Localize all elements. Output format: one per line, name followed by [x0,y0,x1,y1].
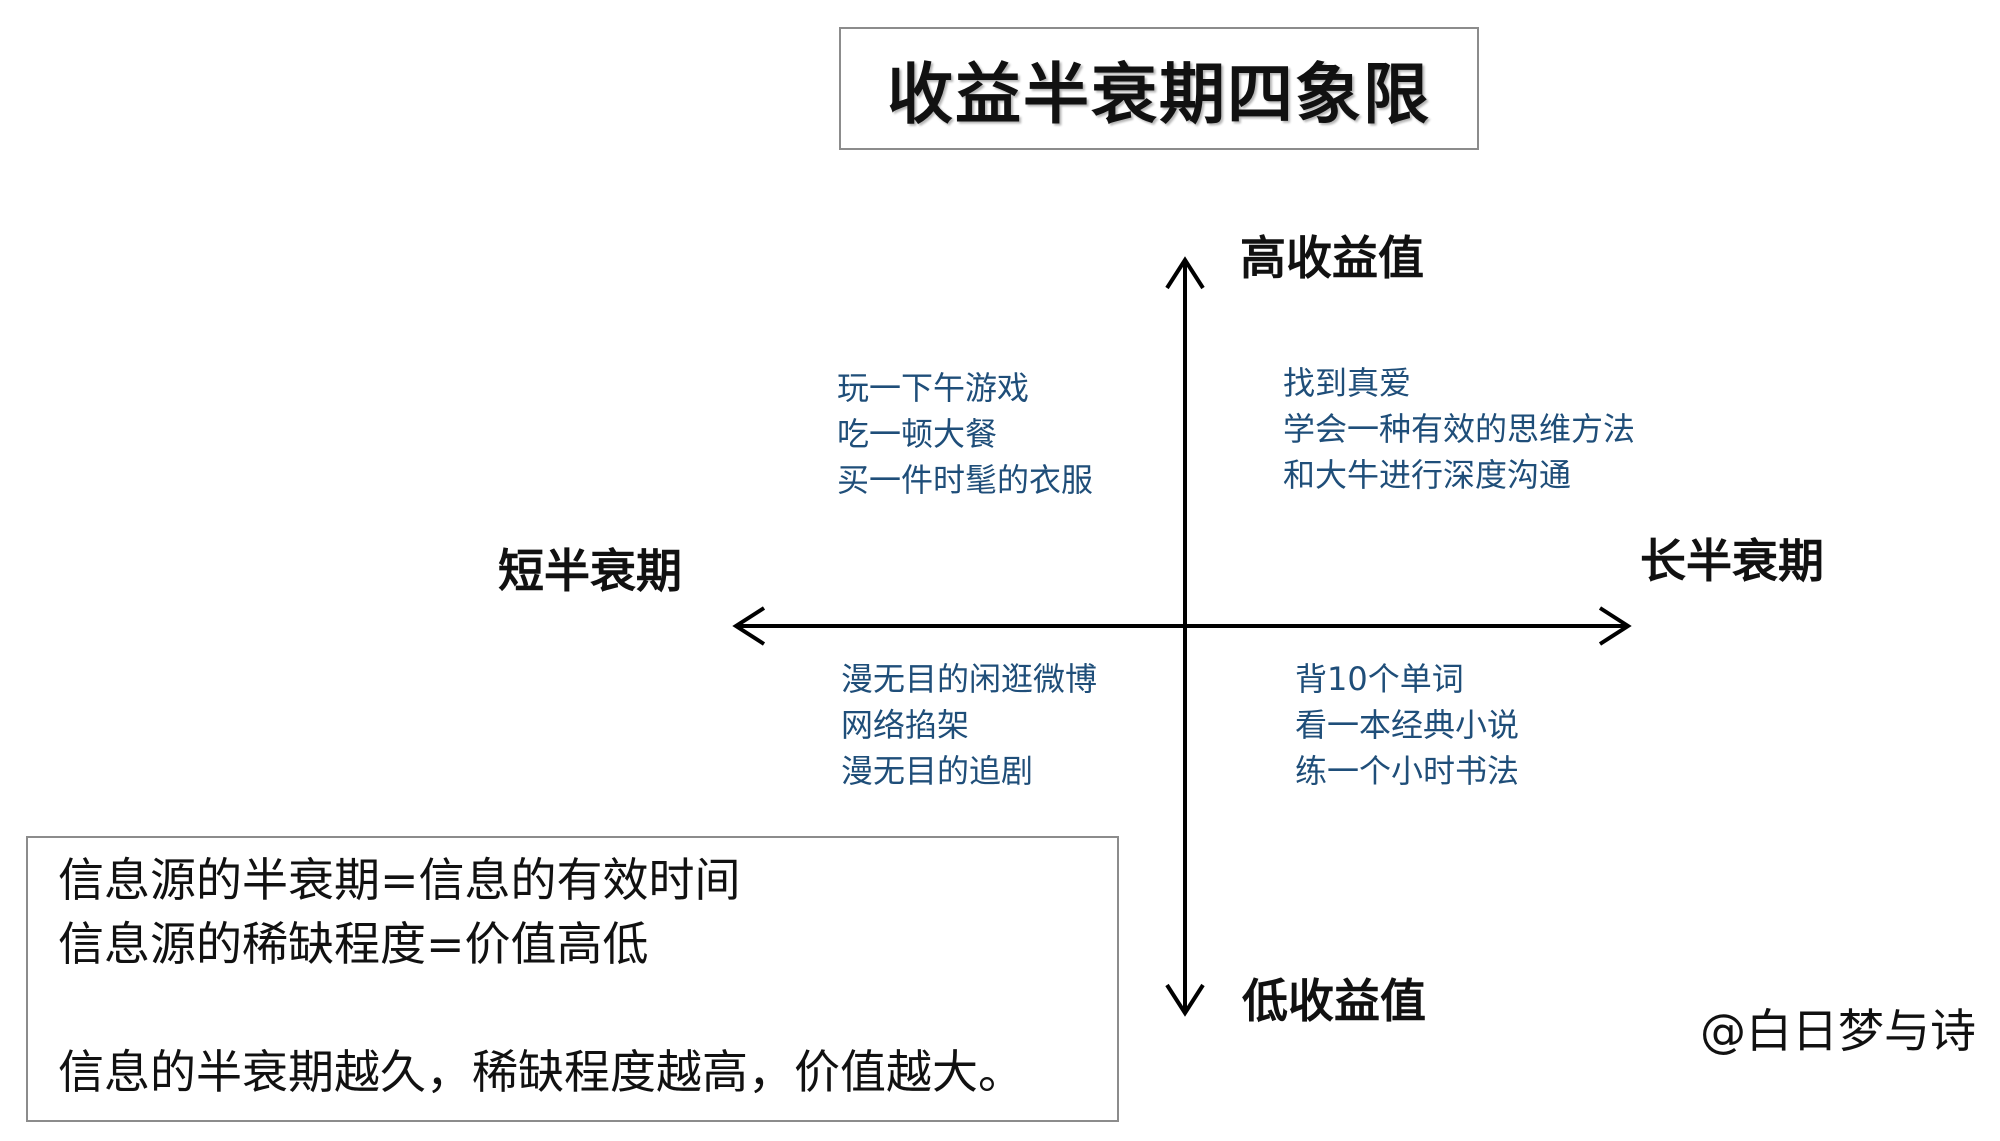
author-watermark: @白日梦与诗 [1700,1004,1976,1058]
quadrant-item: 学会一种有效的思维方法 [1283,410,1636,448]
axis-label-bottom: 低收益值 [1242,974,1426,1028]
note-line-1: 信息源的半衰期=信息的有效时间 [58,853,741,907]
left-arrowhead [732,606,766,646]
down-arrowhead [1165,983,1205,1017]
quadrant-item: 漫无目的追剧 [841,752,1034,790]
quadrant-item: 找到真爱 [1283,364,1412,402]
diagram-title: 收益半衰期四象限 [887,55,1431,133]
quadrant-top-left: 玩一下午游戏 吃一顿大餐 买一件时髦的衣服 [837,365,1093,503]
title-box: 收益半衰期四象限 [839,27,1479,150]
quadrant-item: 和大牛进行深度沟通 [1283,456,1572,494]
axis-label-left: 短半衰期 [498,544,682,598]
quadrant-item: 网络掐架 [841,706,970,744]
notes-box: 信息源的半衰期=信息的有效时间 信息源的稀缺程度=价值高低 信息的半衰期越久，稀… [26,836,1119,1122]
note-spacer [58,976,1117,1040]
up-arrowhead [1165,256,1205,290]
quadrant-bottom-left: 漫无目的闲逛微博 网络掐架 漫无目的追剧 [841,656,1097,794]
quadrant-item: 玩一下午游戏 [837,369,1030,407]
right-arrowhead [1598,606,1632,646]
note-line-3: 信息的半衰期越久，稀缺程度越高，价值越大。 [58,1045,1024,1099]
quadrant-bottom-right: 背10个单词 看一本经典小说 练一个小时书法 [1295,656,1519,794]
quadrant-item: 背10个单词 [1295,660,1464,698]
quadrant-item: 吃一顿大餐 [837,415,998,453]
quadrant-item: 买一件时髦的衣服 [837,461,1094,499]
quadrant-item: 漫无目的闲逛微博 [841,660,1098,698]
axis-label-right: 长半衰期 [1640,534,1824,588]
axis-label-top: 高收益值 [1240,231,1424,285]
quadrant-top-right: 找到真爱 学会一种有效的思维方法 和大牛进行深度沟通 [1283,360,1635,498]
note-line-2: 信息源的稀缺程度=价值高低 [58,917,649,971]
quadrant-item: 练一个小时书法 [1295,752,1520,790]
quadrant-item: 看一本经典小说 [1295,706,1520,744]
